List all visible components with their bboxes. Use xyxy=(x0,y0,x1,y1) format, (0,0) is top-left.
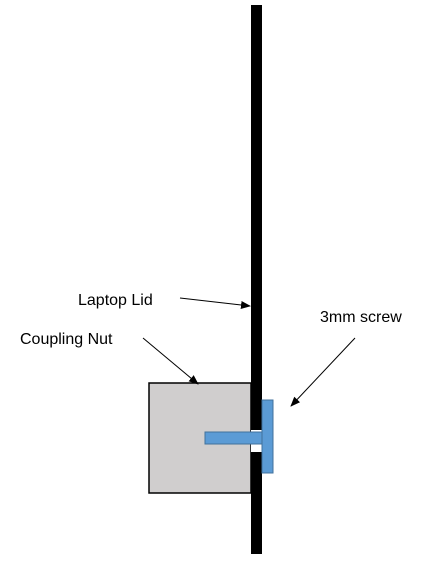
screw-shaft xyxy=(204,431,264,445)
coupling-nut-arrow xyxy=(142,337,199,385)
screw-label: 3mm screw xyxy=(320,309,402,326)
laptop-lid-label: Laptop Lid xyxy=(78,292,153,309)
laptop-lid xyxy=(251,5,262,554)
laptop-lid-arrow xyxy=(179,297,251,309)
screw-head xyxy=(261,399,274,474)
coupling-nut-label: Coupling Nut xyxy=(20,331,113,348)
screw-arrow xyxy=(290,337,356,407)
